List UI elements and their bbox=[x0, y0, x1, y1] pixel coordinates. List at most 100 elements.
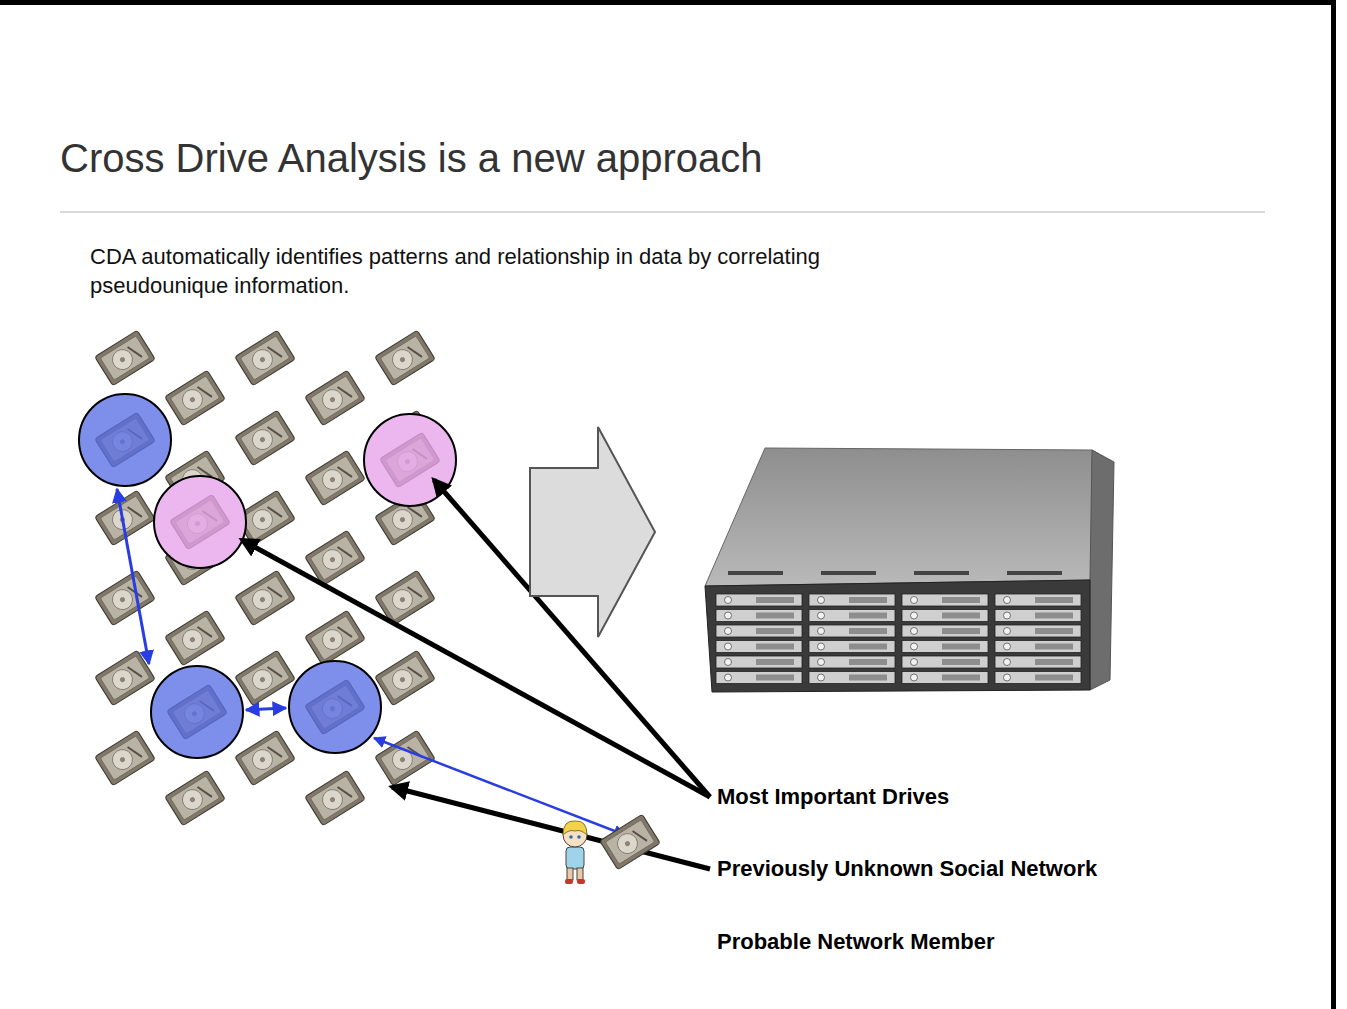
bay-grille bbox=[1035, 628, 1073, 634]
bay-light bbox=[725, 674, 732, 681]
bay-light bbox=[1004, 612, 1011, 619]
bay-light bbox=[911, 628, 918, 635]
body-text: CDA automatically identifies patterns an… bbox=[90, 242, 830, 300]
bay-light bbox=[818, 659, 825, 666]
hard-drive-icon bbox=[305, 770, 365, 825]
bay-grille bbox=[849, 659, 887, 665]
drive-bay bbox=[809, 672, 895, 684]
hard-drive-icon bbox=[305, 610, 365, 665]
bay-grille bbox=[942, 644, 980, 650]
highlight-circle bbox=[154, 476, 246, 568]
hard-drive-icon bbox=[375, 330, 435, 385]
bay-grille bbox=[1035, 659, 1073, 665]
hard-drive-icon bbox=[235, 730, 295, 785]
bay-light bbox=[818, 628, 825, 635]
drive-bay bbox=[995, 625, 1081, 637]
hard-drive-icon bbox=[165, 610, 225, 665]
bay-grille bbox=[756, 659, 794, 665]
hard-drive-icon bbox=[235, 330, 295, 385]
highlight-circle bbox=[79, 394, 171, 486]
drive-bay bbox=[902, 625, 988, 637]
drive-bay bbox=[716, 672, 802, 684]
hard-drive-icon bbox=[235, 650, 295, 705]
hard-drive-icon bbox=[95, 730, 155, 785]
bay-light bbox=[818, 597, 825, 604]
bay-light bbox=[725, 659, 732, 666]
bay-light bbox=[818, 612, 825, 619]
highlight-circle bbox=[289, 661, 381, 753]
drive-bay bbox=[902, 641, 988, 653]
bay-light bbox=[725, 643, 732, 650]
drive-bay bbox=[995, 656, 1081, 668]
person-figure bbox=[563, 821, 587, 884]
hard-drive-icon bbox=[235, 570, 295, 625]
top-border bbox=[0, 0, 1336, 5]
vent-slot bbox=[1007, 571, 1062, 575]
drive-bay bbox=[995, 672, 1081, 684]
bay-light bbox=[1004, 597, 1011, 604]
leader-arrow bbox=[392, 787, 710, 869]
bay-grille bbox=[1035, 644, 1073, 650]
bay-grille bbox=[942, 659, 980, 665]
bay-grille bbox=[1035, 675, 1073, 681]
drive-bay bbox=[716, 641, 802, 653]
drive-bay bbox=[995, 641, 1081, 653]
callout-label: Probable Network Member bbox=[717, 929, 995, 955]
relation-arrow bbox=[117, 489, 149, 664]
drive-bay bbox=[995, 594, 1081, 606]
hard-drive-icon bbox=[235, 410, 295, 465]
flow-arrow bbox=[530, 427, 655, 637]
bay-light bbox=[818, 643, 825, 650]
bay-light bbox=[725, 597, 732, 604]
relation-arrow bbox=[374, 738, 625, 835]
bay-grille bbox=[756, 597, 794, 603]
bay-light bbox=[1004, 659, 1011, 666]
callout-label: Previously Unknown Social Network bbox=[717, 856, 1097, 882]
drive-bay bbox=[809, 594, 895, 606]
highlight-circle bbox=[151, 666, 243, 758]
bay-grille bbox=[756, 644, 794, 650]
bay-grille bbox=[849, 644, 887, 650]
bay-light bbox=[911, 612, 918, 619]
vent-slot bbox=[728, 571, 783, 575]
bay-grille bbox=[942, 597, 980, 603]
title-rule bbox=[60, 211, 1265, 213]
bay-grille bbox=[849, 613, 887, 619]
bay-light bbox=[818, 674, 825, 681]
bay-light bbox=[911, 674, 918, 681]
bay-grille bbox=[1035, 597, 1073, 603]
bay-light bbox=[911, 597, 918, 604]
bay-grille bbox=[849, 597, 887, 603]
circle-ground bbox=[151, 666, 243, 758]
circle-ground bbox=[289, 661, 381, 753]
server-chassis bbox=[705, 448, 1114, 692]
bay-grille bbox=[942, 675, 980, 681]
drive-bay bbox=[716, 625, 802, 637]
bay-light bbox=[911, 643, 918, 650]
right-border bbox=[1331, 0, 1336, 1009]
relation-arrow bbox=[246, 708, 286, 710]
hard-drive-icon bbox=[95, 650, 155, 705]
bay-grille bbox=[756, 675, 794, 681]
hard-drive-icon bbox=[165, 370, 225, 425]
drive-bay bbox=[902, 594, 988, 606]
slide-title: Cross Drive Analysis is a new approach bbox=[60, 136, 763, 181]
hard-drive-icon bbox=[375, 650, 435, 705]
drive-bay bbox=[809, 656, 895, 668]
hard-drive-icon bbox=[600, 814, 660, 869]
drive-bay bbox=[716, 610, 802, 622]
highlight-circles bbox=[79, 394, 456, 758]
drive-bay bbox=[716, 594, 802, 606]
leader-arrow bbox=[242, 540, 710, 797]
bay-grille bbox=[942, 613, 980, 619]
drive-bay bbox=[902, 610, 988, 622]
vent-slot bbox=[821, 571, 876, 575]
drive-bay bbox=[809, 610, 895, 622]
bay-light bbox=[911, 659, 918, 666]
bay-grille bbox=[756, 628, 794, 634]
bay-grille bbox=[756, 613, 794, 619]
vent-slot bbox=[914, 571, 969, 575]
bay-light bbox=[725, 628, 732, 635]
bay-light bbox=[1004, 628, 1011, 635]
drive-bay bbox=[809, 625, 895, 637]
